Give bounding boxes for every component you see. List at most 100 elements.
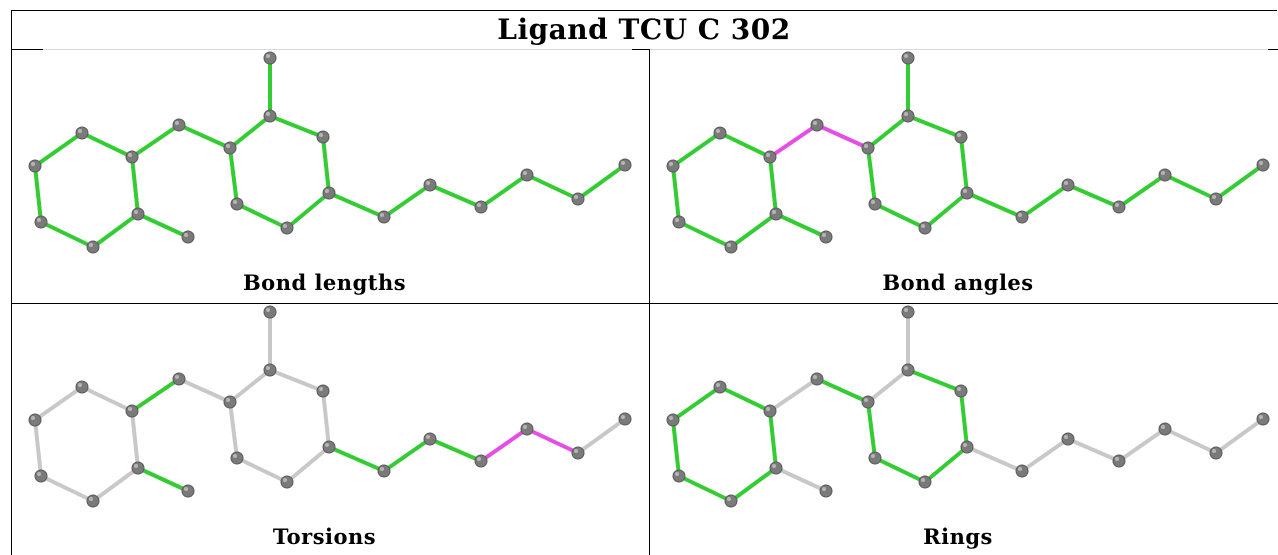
atom-highlight	[1259, 415, 1263, 419]
atom-highlight	[1115, 203, 1119, 207]
atom-highlight	[175, 375, 179, 379]
atom	[1158, 422, 1172, 436]
bond	[228, 368, 272, 404]
bond	[906, 114, 963, 139]
atom-highlight	[574, 195, 578, 199]
atom-highlight	[1259, 161, 1263, 165]
atom	[316, 384, 330, 398]
bond	[327, 445, 386, 473]
bond	[866, 146, 877, 206]
atom-highlight	[957, 387, 961, 391]
panel-caption: Bond lengths	[242, 270, 407, 295]
atom	[666, 159, 680, 173]
atom-highlight	[772, 210, 776, 214]
atom-highlight	[669, 416, 673, 420]
atom	[280, 221, 294, 235]
atom	[666, 413, 680, 427]
atom	[86, 240, 100, 254]
molecule-torsions	[28, 305, 632, 508]
atom	[713, 380, 727, 394]
atom-highlight	[766, 153, 770, 157]
bond	[671, 131, 722, 168]
panel-torsions: Torsions	[0, 304, 649, 555]
bond	[91, 212, 140, 249]
atom-highlight	[325, 189, 329, 193]
atom	[960, 440, 974, 454]
bond	[959, 389, 969, 449]
atom	[954, 384, 968, 398]
bond	[136, 466, 190, 493]
bond	[671, 418, 681, 478]
atom	[131, 461, 145, 475]
atom	[230, 451, 244, 465]
panel-bond-angles: Bond angles	[638, 50, 1278, 303]
atom-highlight	[523, 171, 527, 175]
bond	[268, 368, 325, 393]
bond	[177, 123, 232, 150]
atom	[131, 207, 145, 221]
atom-highlight	[621, 161, 625, 165]
atom	[672, 469, 686, 483]
bond	[479, 173, 529, 209]
bond	[285, 191, 331, 230]
atom-highlight	[904, 308, 908, 312]
atom	[263, 363, 277, 377]
atom-highlight	[904, 112, 908, 116]
atom-highlight	[621, 415, 625, 419]
atom-highlight	[266, 112, 270, 116]
atom-highlight	[871, 454, 875, 458]
bond	[130, 409, 140, 470]
title-tick-right	[1268, 49, 1278, 50]
atom-highlight	[921, 224, 925, 228]
bond	[774, 212, 828, 239]
atom-highlight	[871, 200, 875, 204]
atom-highlight	[128, 153, 132, 157]
atom-highlight	[134, 464, 138, 468]
atom	[86, 494, 100, 508]
bond	[768, 377, 819, 413]
bond	[235, 456, 289, 484]
atom-highlight	[772, 464, 776, 468]
bond	[729, 212, 778, 249]
atom	[34, 469, 48, 483]
bond	[866, 368, 910, 404]
atom	[901, 363, 915, 377]
atom	[918, 475, 932, 489]
atom	[125, 404, 139, 418]
bond	[33, 131, 84, 168]
molecule-rings	[666, 305, 1270, 508]
bond	[33, 164, 43, 224]
atom	[474, 200, 488, 214]
atom	[322, 186, 336, 200]
panel-divider-horizontal	[11, 303, 1278, 304]
bond	[327, 191, 386, 219]
bond	[1020, 183, 1070, 219]
atom	[769, 207, 783, 221]
atom-highlight	[283, 224, 287, 228]
atom-highlight	[1161, 425, 1165, 429]
bond	[228, 114, 272, 150]
atom	[810, 372, 824, 386]
bond	[866, 114, 910, 150]
atom-highlight	[1115, 457, 1119, 461]
atom	[713, 126, 727, 140]
atom-highlight	[426, 181, 430, 185]
atom	[1256, 158, 1270, 172]
atom-highlight	[963, 189, 967, 193]
atom-highlight	[864, 398, 868, 402]
atom	[1061, 432, 1075, 446]
bond	[815, 377, 870, 404]
atom	[316, 130, 330, 144]
bond	[80, 385, 134, 413]
bond	[1163, 427, 1218, 455]
panel-rings: Rings	[638, 304, 1278, 555]
atom-highlight	[921, 478, 925, 482]
atom	[819, 230, 833, 244]
title-tick-mid	[632, 49, 650, 50]
bond	[33, 385, 84, 422]
atom	[868, 197, 882, 211]
bond	[965, 191, 1024, 219]
atom-highlight	[675, 472, 679, 476]
atom	[28, 413, 42, 427]
bond	[815, 123, 870, 150]
